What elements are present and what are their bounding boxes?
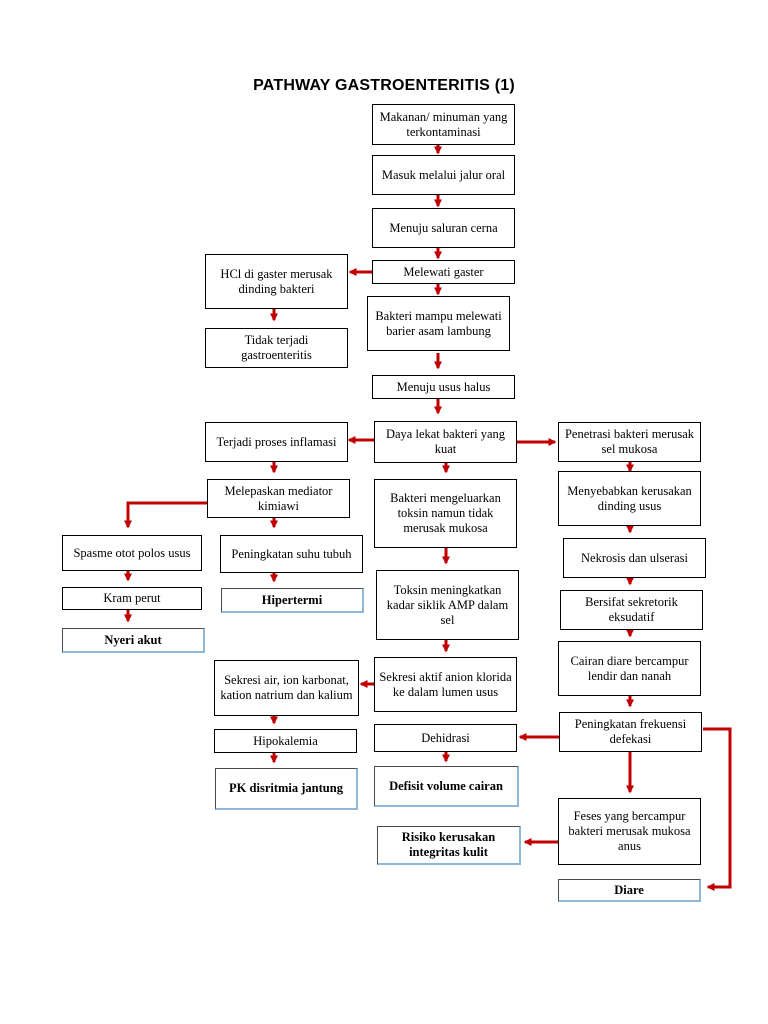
node-makanan: Makanan/ minuman yang terkontaminasi — [372, 104, 515, 145]
node-penetrasi: Penetrasi bakteri merusak sel mukosa — [558, 422, 701, 462]
node-nyeri-akut: Nyeri akut — [62, 628, 205, 653]
node-kram: Kram perut — [62, 587, 202, 610]
diagram-title: PATHWAY GASTROENTERITIS (1) — [253, 77, 515, 94]
node-hipertermi: Hipertermi — [221, 588, 364, 613]
node-hcl: HCl di gaster merusak dinding bakteri — [205, 254, 348, 309]
node-melepaskan: Melepaskan mediator kimiawi — [207, 479, 350, 518]
node-diare: Diare — [558, 879, 701, 902]
node-pk-disritmia: PK disritmia jantung — [215, 768, 358, 810]
node-menyebabkan: Menyebabkan kerusakan dinding usus — [558, 471, 701, 526]
arrow-melepaskan-spasme — [124, 501, 207, 529]
node-melewati-gaster: Melewati gaster — [372, 260, 515, 284]
node-menuju-usus: Menuju usus halus — [372, 375, 515, 399]
node-feses: Feses yang bercampur bakteri merusak muk… — [558, 798, 701, 865]
node-risiko-kerusakan: Risiko kerusakan integritas kulit — [377, 826, 521, 865]
node-nekrosis: Nekrosis dan ulserasi — [563, 538, 706, 578]
node-bakteri-toksin: Bakteri mengeluarkan toksin namun tidak … — [374, 479, 517, 548]
node-terjadi-inflamasi: Terjadi proses inflamasi — [205, 422, 348, 462]
node-daya-lekat: Daya lekat bakteri yang kuat — [374, 421, 517, 463]
node-cairan-diare: Cairan diare bercampur lendir dan nanah — [558, 641, 701, 696]
node-peningkatan-suhu: Peningkatan suhu tubuh — [220, 535, 363, 573]
node-bakteri-mampu: Bakteri mampu melewati barier asam lambu… — [367, 296, 510, 351]
node-spasme: Spasme otot polos usus — [62, 535, 202, 571]
node-defisit-volume: Defisit volume cairan — [374, 766, 519, 807]
node-menuju-saluran: Menuju saluran cerna — [372, 208, 515, 248]
node-sekretorik: Bersifat sekretorik eksudatif — [560, 590, 703, 630]
node-sekresi-air: Sekresi air, ion karbonat, kation natriu… — [214, 660, 359, 716]
node-sekresi-aktif: Sekresi aktif anion klorida ke dalam lum… — [374, 657, 517, 712]
node-toksin-amp: Toksin meningkatkan kadar siklik AMP dal… — [376, 570, 519, 640]
arrow-frek-diare — [703, 727, 732, 891]
node-tidak-terjadi: Tidak terjadi gastroenteritis — [205, 328, 348, 368]
node-masuk-oral: Masuk melalui jalur oral — [372, 155, 515, 195]
node-hipokalemia: Hipokalemia — [214, 729, 357, 753]
node-peningkatan-frekuensi: Peningkatan frekuensi defekasi — [559, 712, 702, 752]
node-dehidrasi: Dehidrasi — [374, 724, 517, 752]
